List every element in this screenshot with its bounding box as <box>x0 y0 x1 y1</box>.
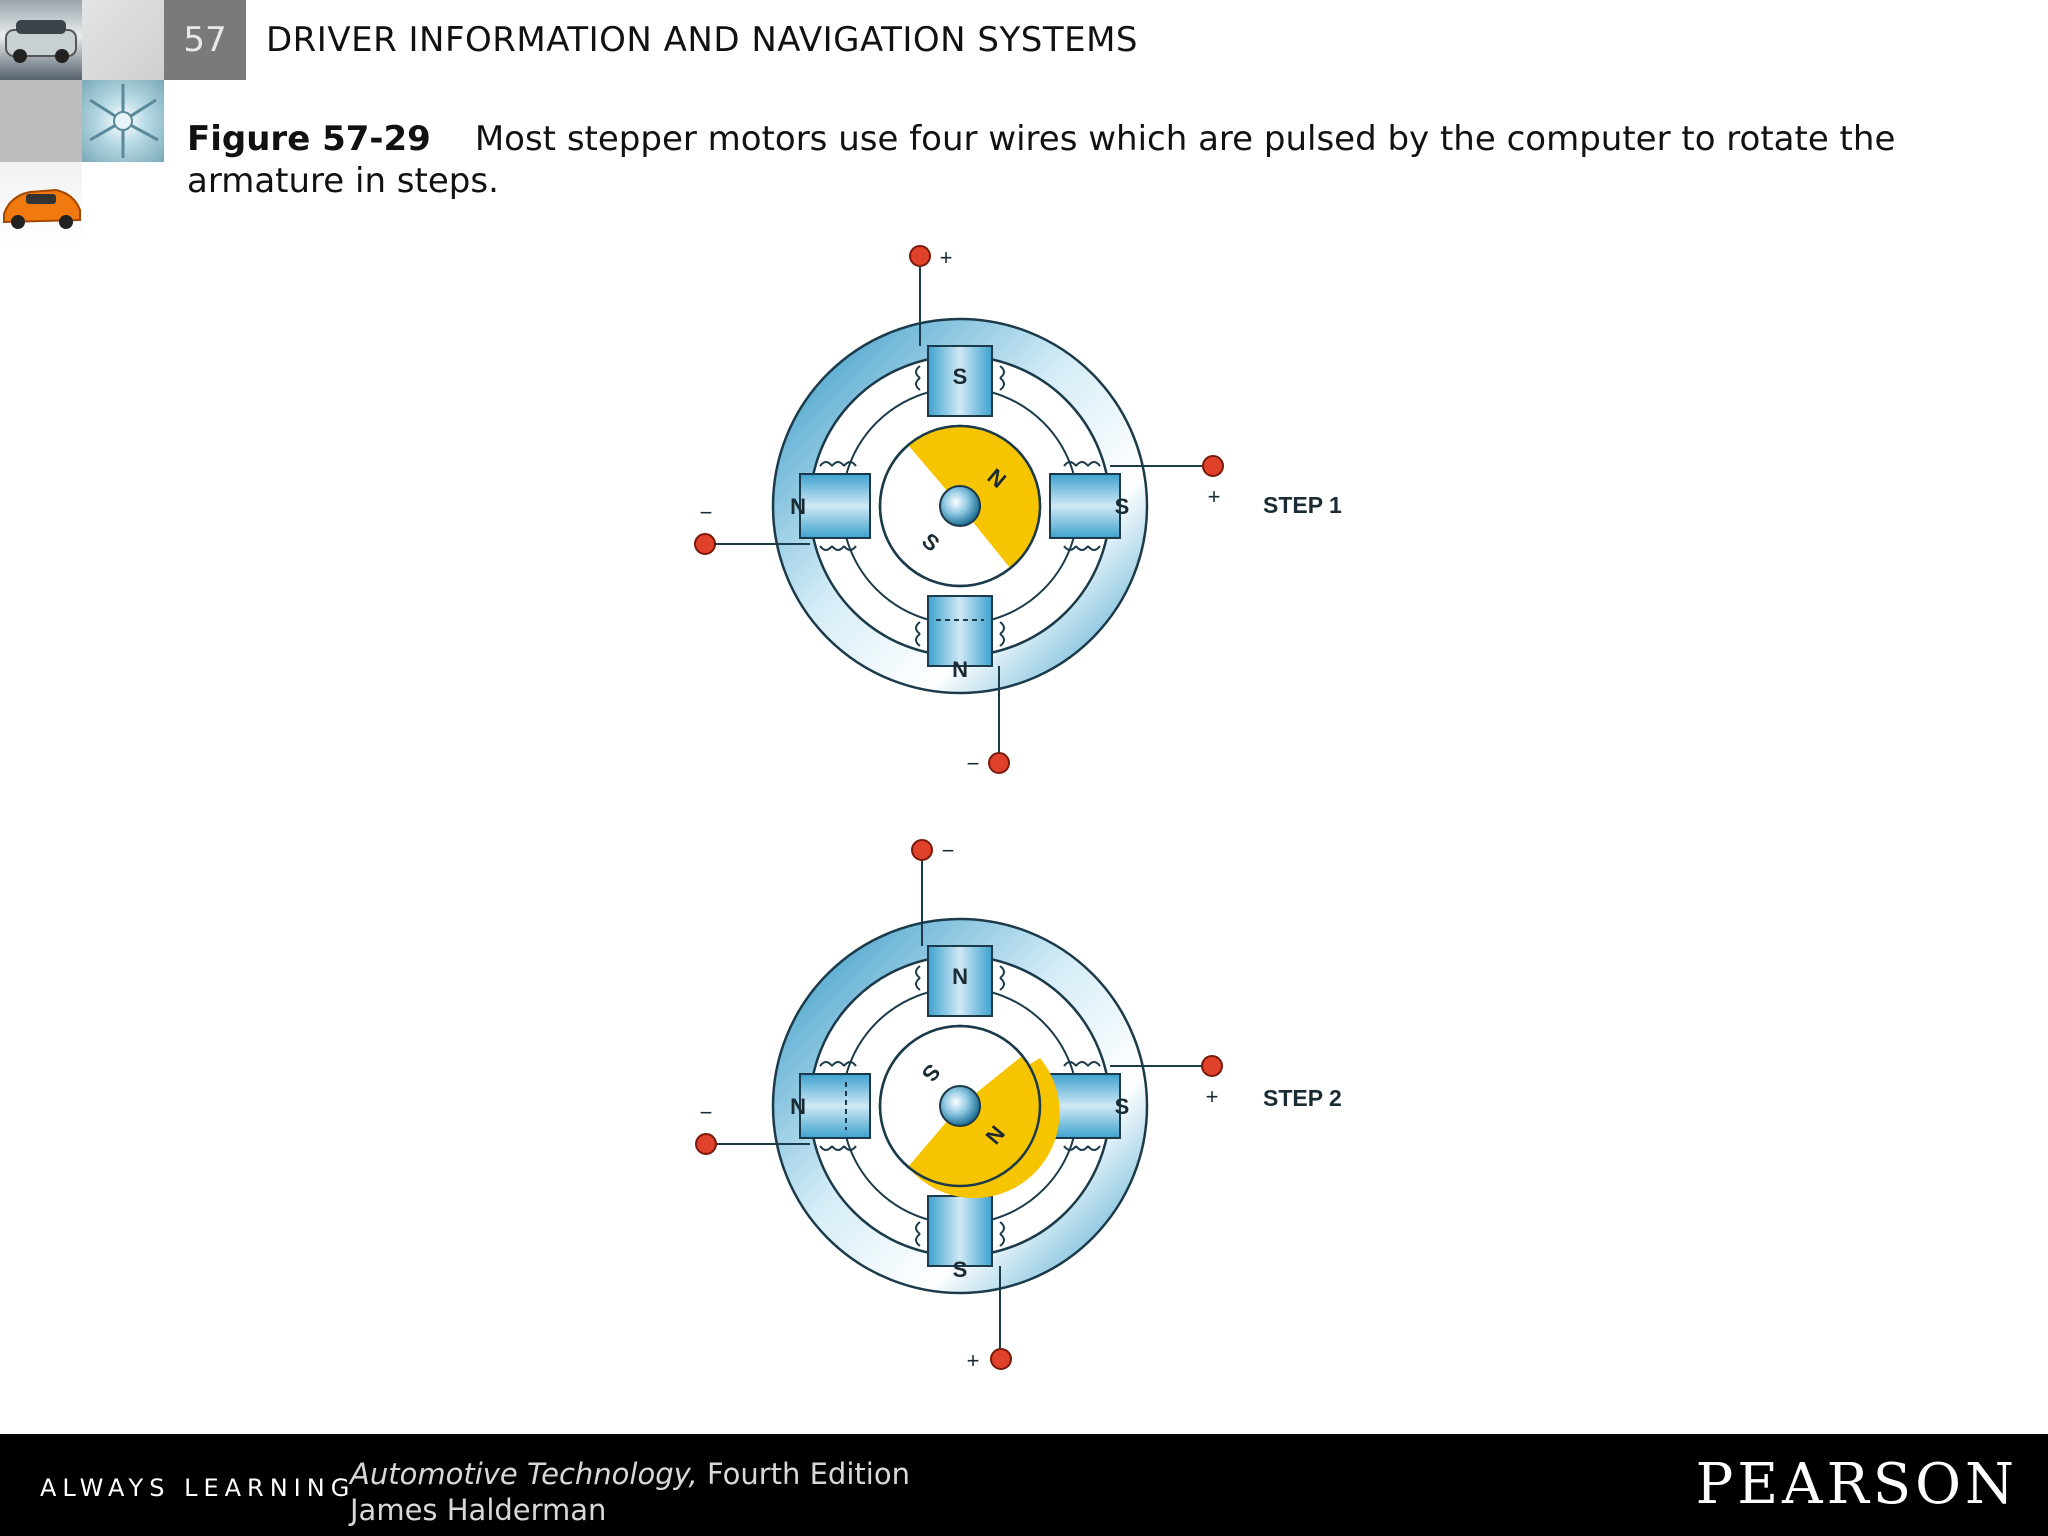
step2-pole-bottom-label: S <box>953 1257 968 1282</box>
chapter-title: DRIVER INFORMATION AND NAVIGATION SYSTEM… <box>266 20 1139 60</box>
step2-pole-top-label: N <box>952 964 968 989</box>
step1-pole-right <box>1049 461 1121 551</box>
header-gray-tile <box>82 0 164 80</box>
step2-pole-top <box>915 945 1005 1017</box>
step2-pole-left <box>799 1061 871 1151</box>
step1-terminal-top <box>909 245 931 267</box>
stepper-motor-diagram: S N N S N S + + − − STEP 1 <box>694 245 1342 1373</box>
step2-terminal-right-sign: + <box>1206 1084 1219 1109</box>
step2-terminal-left-sign: − <box>700 1100 713 1125</box>
step1-terminal-right <box>1202 455 1224 477</box>
step2-motor: N S N S N S − + − + <box>695 838 1223 1373</box>
step1-terminal-bottom <box>988 752 1010 774</box>
step2-terminal-bottom <box>990 1348 1012 1370</box>
step2-terminal-bottom-sign: + <box>967 1348 980 1373</box>
step1-terminal-top-sign: + <box>940 245 953 270</box>
book-title: Automotive Technology, <box>350 1457 698 1491</box>
step1-terminal-left-sign: − <box>700 500 713 525</box>
step2-pole-right-label: S <box>1115 1094 1130 1119</box>
step1-label: STEP 1 <box>1263 492 1342 518</box>
book-author: James Halderman <box>350 1493 607 1527</box>
header-gray-tile-2 <box>0 80 82 162</box>
step1-pole-bottom <box>915 595 1005 667</box>
step1-motor: S N N S N S + + − − <box>694 245 1224 776</box>
step2-label: STEP 2 <box>1263 1085 1342 1111</box>
step2-pole-bottom <box>915 1195 1005 1267</box>
car-thumbnail-silver <box>0 0 82 80</box>
footer-bar <box>0 1434 2048 1536</box>
step1-pole-left-label: N <box>790 494 806 519</box>
step1-terminal-left <box>694 533 716 555</box>
step1-terminal-bottom-sign: − <box>967 751 980 776</box>
step1-pole-right-label: S <box>1115 494 1130 519</box>
step1-terminal-right-sign: + <box>1208 484 1221 509</box>
step2-pole-right <box>1049 1061 1121 1151</box>
book-edition: Fourth Edition <box>697 1457 910 1491</box>
step2-pole-left-label: N <box>790 1094 806 1119</box>
step1-pole-top <box>915 345 1005 417</box>
step2-terminal-top <box>911 839 933 861</box>
step2-terminal-top-sign: − <box>942 838 955 863</box>
figure-label: Figure 57-29 <box>187 119 431 159</box>
turbine-thumbnail <box>82 80 164 162</box>
step1-pole-left <box>799 461 871 551</box>
book-credit: Automotive Technology, Fourth Edition Ja… <box>350 1456 910 1528</box>
car-thumbnail-orange <box>0 162 82 244</box>
step1-pole-top-label: S <box>953 364 968 389</box>
chapter-number: 57 <box>164 0 246 80</box>
step2-terminal-right <box>1201 1055 1223 1077</box>
step2-terminal-left <box>695 1133 717 1155</box>
pearson-logo: PEARSON <box>1695 1452 2018 1517</box>
always-learning-tagline: ALWAYS LEARNING <box>40 1474 356 1502</box>
figure-caption-text: Most stepper motors use four wires which… <box>187 119 1896 201</box>
step1-pole-bottom-label: N <box>952 657 968 682</box>
